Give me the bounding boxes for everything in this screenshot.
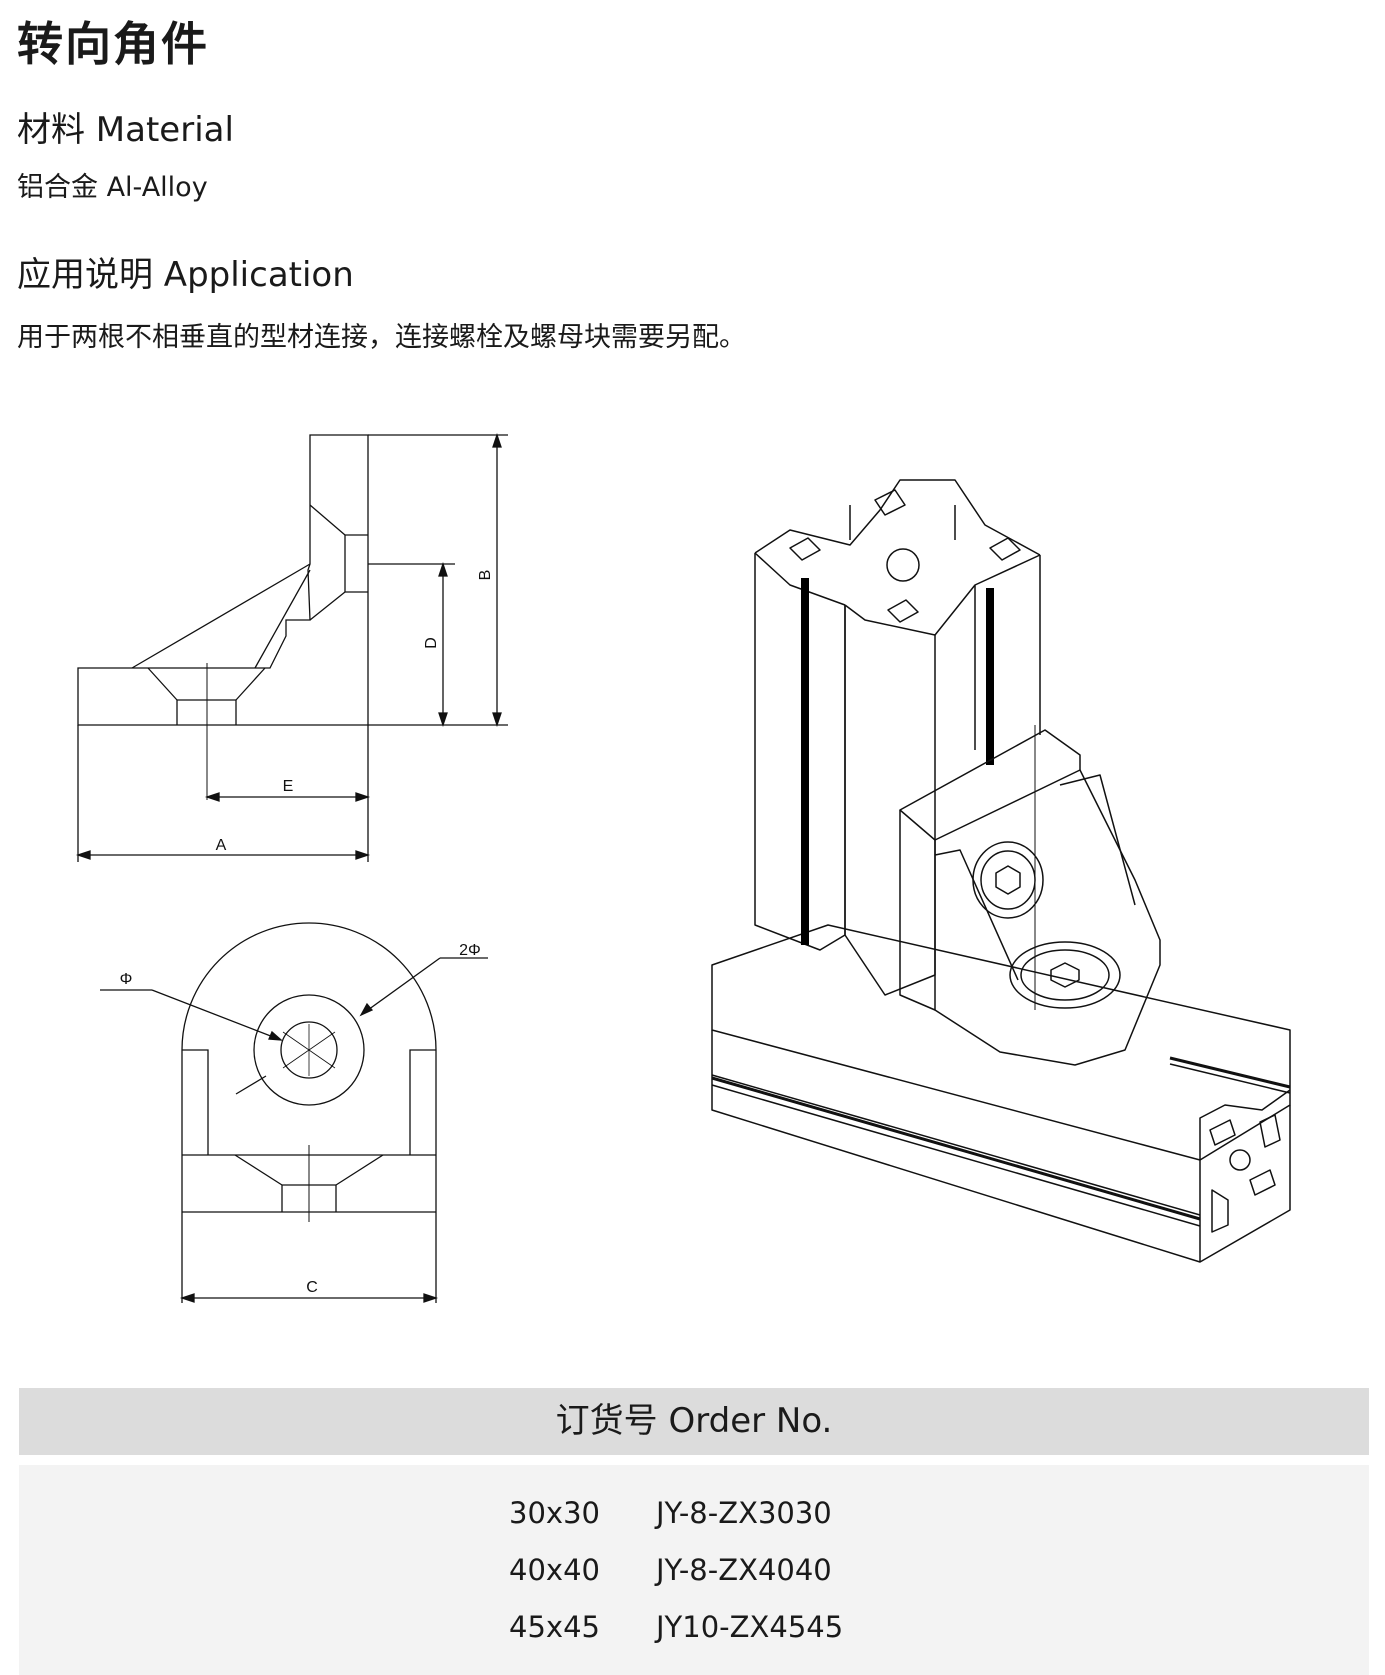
table-row: 30x30 JY-8-ZX3030 — [19, 1488, 1369, 1538]
dim-label-a: A — [216, 837, 227, 854]
dim-label-e: E — [283, 778, 294, 795]
dim-label-d: D — [423, 637, 440, 649]
side-view-drawing — [75, 432, 508, 862]
dim-label-two-phi: 2Φ — [459, 942, 481, 959]
isometric-assembly-illustration — [711, 479, 1291, 1263]
dim-label-c: C — [306, 1279, 318, 1296]
order-size: 40x40 — [509, 1553, 600, 1587]
application-heading: 应用说明 Application — [17, 255, 354, 295]
dim-label-b: B — [477, 570, 494, 581]
order-size: 45x45 — [509, 1610, 600, 1644]
table-row: 45x45 JY10-ZX4545 — [19, 1602, 1369, 1652]
order-size: 30x30 — [509, 1496, 600, 1530]
application-text: 用于两根不相垂直的型材连接，连接螺栓及螺母块需要另配。 — [17, 322, 746, 353]
top-view-drawing — [100, 922, 488, 1303]
table-row: 40x40 JY-8-ZX4040 — [19, 1545, 1369, 1595]
page-title: 转向角件 — [17, 17, 209, 71]
material-heading: 材料 Material — [17, 110, 234, 150]
order-heading: 订货号 Order No. — [19, 1388, 1369, 1455]
dim-label-phi: Φ — [120, 971, 133, 988]
material-value: 铝合金 Al-Alloy — [17, 172, 208, 203]
order-code: JY-8-ZX3030 — [656, 1496, 832, 1530]
order-table: 30x30 JY-8-ZX3030 40x40 JY-8-ZX4040 45x4… — [19, 1465, 1369, 1675]
order-code: JY10-ZX4545 — [656, 1610, 844, 1644]
technical-drawing: A E B D C Φ 2Φ — [75, 432, 1291, 1303]
order-code: JY-8-ZX4040 — [656, 1553, 832, 1587]
